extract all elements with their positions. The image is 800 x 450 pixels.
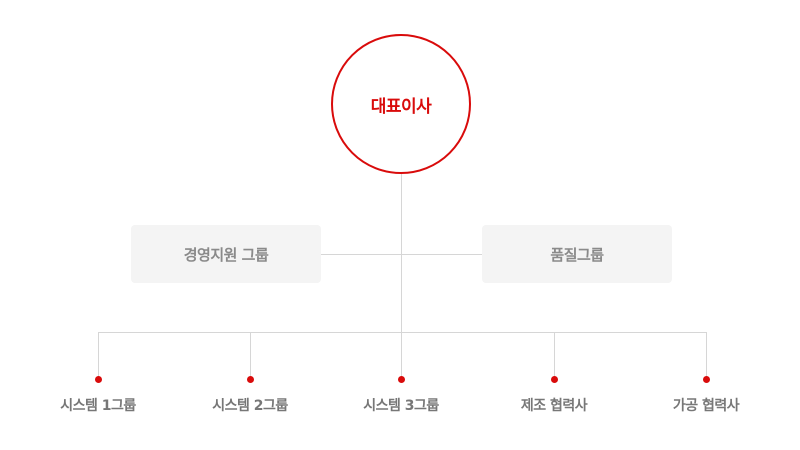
connector-ceo-to-bus xyxy=(401,174,402,333)
group-label: 품질그룹 xyxy=(550,245,604,264)
connector-unit-5 xyxy=(706,332,707,378)
connector-unit-1 xyxy=(98,332,99,378)
group-node-quality: 품질그룹 xyxy=(482,225,672,283)
connector-unit-2 xyxy=(250,332,251,378)
group-label: 경영지원 그룹 xyxy=(183,245,269,264)
unit-dot-5 xyxy=(703,376,710,383)
unit-label-manufacturing-partner: 제조 협력사 xyxy=(520,398,588,414)
connector-unit-3 xyxy=(401,332,402,378)
unit-label-system-2: 시스템 2그룹 xyxy=(212,398,288,414)
ceo-node: 대표이사 xyxy=(331,34,471,174)
unit-label-system-1: 시스템 1그룹 xyxy=(60,398,136,414)
unit-dot-1 xyxy=(95,376,102,383)
group-node-management-support: 경영지원 그룹 xyxy=(131,225,321,283)
unit-label-processing-partner: 가공 협력사 xyxy=(672,398,740,414)
unit-dot-4 xyxy=(551,376,558,383)
connector-units-bus xyxy=(98,332,707,333)
ceo-label: 대표이사 xyxy=(370,96,432,117)
unit-label-system-3: 시스템 3그룹 xyxy=(363,398,439,414)
unit-dot-2 xyxy=(247,376,254,383)
connector-unit-4 xyxy=(554,332,555,378)
unit-dot-3 xyxy=(398,376,405,383)
connector-groups-horizontal xyxy=(321,254,482,255)
